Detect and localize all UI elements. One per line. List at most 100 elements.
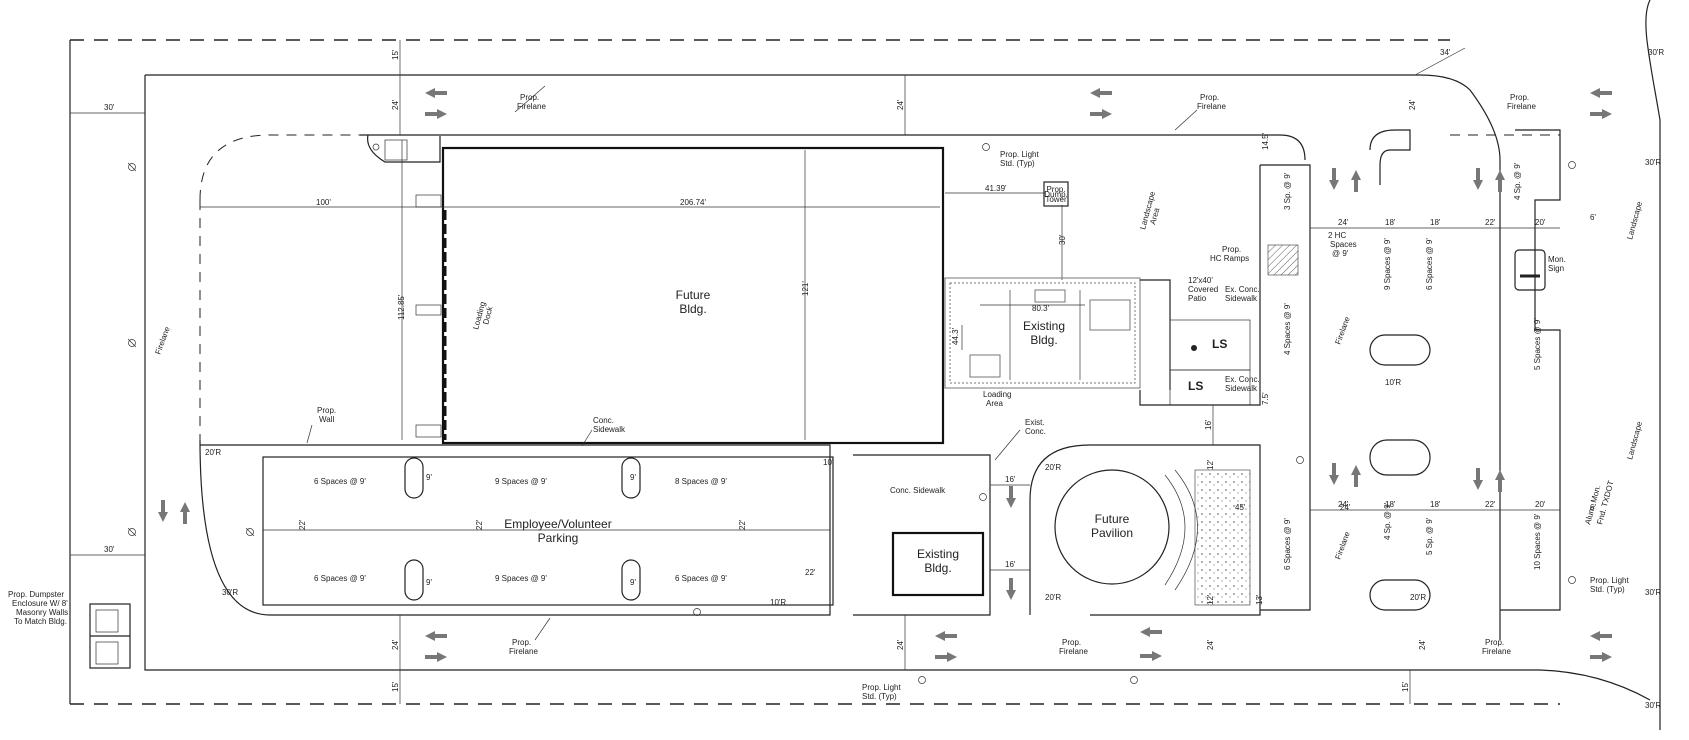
east-label-8: 3 Sp. @ 9'	[1283, 172, 1292, 210]
dim-206: 206.74'	[680, 198, 706, 207]
arrow-up-icon	[1495, 470, 1505, 492]
dumpster-label-1: Prop. Dumpster	[8, 590, 64, 599]
hc-ramps-label-1: Prop.	[1222, 245, 1241, 254]
dim-22-c: 22'	[738, 519, 747, 530]
dim-24-g: 24'	[1206, 639, 1215, 650]
arrow-right-icon	[425, 652, 447, 662]
light-pole-icon	[693, 608, 701, 616]
firelane-label-1a: Prop.	[520, 93, 539, 102]
wall-label-1: Prop.	[317, 406, 336, 415]
dim-6-b: 6'	[1590, 503, 1596, 512]
hc-label-3: @ 9'	[1332, 249, 1349, 258]
hc-ramps-label-2: HC Ramps	[1210, 254, 1249, 263]
light-pole-icon	[1568, 161, 1576, 169]
dim-121: 121'	[801, 281, 810, 296]
future-pavilion: Future Pavilion 20'R 20'R	[1029, 444, 1261, 616]
hc-label-1: 2 HC	[1328, 231, 1346, 240]
arrow-right-icon	[1590, 652, 1612, 662]
arrow-left-icon	[1090, 88, 1112, 98]
exist-conc-label-2: Conc.	[1025, 427, 1046, 436]
arrow-down-icon	[1329, 168, 1339, 190]
firelane-label-3a: Prop.	[1510, 93, 1529, 102]
dim-24-e: 24'	[1338, 218, 1349, 227]
traffic-arrows	[158, 88, 1612, 662]
dim-12-a: 12'	[1206, 459, 1215, 470]
loading-area-label-1: Loading	[983, 390, 1011, 399]
arrow-right-icon	[935, 652, 957, 662]
parking-label-2: 9 Spaces @ 9'	[495, 477, 547, 486]
parking-label-5: 9 Spaces @ 9'	[495, 574, 547, 583]
light-pole-icon	[1568, 576, 1576, 584]
left-dimensions: 30' 30' 15' 15' 15' 24' 24' 24' 24' 34' …	[70, 40, 1664, 710]
dim-6-a: 6'	[1590, 213, 1596, 222]
dim-9-b: 9'	[630, 473, 636, 482]
parking-title-2: Parking	[538, 531, 579, 545]
sidewalk-label-4: Sidewalk	[1225, 384, 1258, 393]
dim-14: 14.5'	[1261, 132, 1270, 150]
dim-24-c: 24'	[391, 639, 400, 650]
radius-20r-c: 20'R	[1045, 593, 1061, 602]
radius-30r-b: 30'R	[1648, 48, 1664, 57]
dim-15-b: 15'	[391, 681, 400, 692]
dim-10: 10'	[823, 458, 834, 467]
east-label-6: 10 Spaces @ 9'	[1533, 513, 1542, 570]
firelane-label-1b: Firelane	[517, 102, 546, 111]
radius-20r-b: 20'R	[1045, 463, 1061, 472]
light-pole-icon	[979, 493, 987, 501]
future-building: Future Bldg. 121'	[415, 146, 945, 445]
firelane-label-9: Firelane	[1333, 530, 1352, 561]
dim-15-a: 15'	[391, 49, 400, 60]
arrow-right-icon	[1140, 651, 1162, 661]
dumpster-label-2: Enclosure W/ 8'	[12, 599, 68, 608]
dock-stairs	[415, 194, 442, 208]
firelane-label-7: Firelane	[153, 325, 172, 356]
light-pole-icon	[127, 162, 137, 172]
radius-45: 45'	[1235, 503, 1246, 512]
dim-9-d: 9'	[630, 578, 636, 587]
dim-20-b: 20'	[1535, 500, 1546, 509]
exist-conc-label-1: Exist.	[1025, 418, 1045, 427]
dim-30-c: 30'	[1058, 234, 1067, 245]
patio-area: LS LS 12'x40' Covered Patio Ex. Conc. Si…	[1139, 165, 1261, 406]
dim-24-j: 24'	[1340, 503, 1351, 512]
light-pole-icon	[1130, 676, 1138, 684]
hc-label-2: Spaces	[1330, 240, 1357, 249]
sidewalk-label-single: Conc. Sidewalk	[890, 486, 946, 495]
sidewalk-label-2: Sidewalk	[1225, 294, 1258, 303]
dim-30-a: 30'	[104, 103, 115, 112]
dim-15-c: 15'	[1401, 681, 1410, 692]
light-pole-icon	[245, 527, 255, 537]
sidewalk-label-3: Ex. Conc.	[1225, 375, 1260, 384]
dim-30-b: 30'	[104, 545, 115, 554]
dimensions-top: 100' 206.74' 41.39' 30' 112.85'	[200, 140, 1067, 440]
parking-label-4: 6 Spaces @ 9'	[314, 574, 366, 583]
sidewalk-label-1: Ex. Conc.	[1225, 285, 1260, 294]
light-pole-box	[367, 134, 441, 163]
arrow-up-icon	[1495, 170, 1505, 192]
radius-20r-a: 20'R	[205, 448, 221, 457]
light-poles	[127, 143, 1576, 684]
radius-30r-d: 30'R	[1645, 588, 1661, 597]
radius-10r-b: 10'R	[1385, 378, 1401, 387]
light-label-2a: Prop. Light	[1590, 576, 1629, 585]
firelane-label-5a: Prop.	[1062, 638, 1081, 647]
arrow-left-icon	[425, 88, 447, 98]
light-label-2b: Std. (Typ)	[1590, 585, 1625, 594]
firelane-label-2b: Firelane	[1197, 102, 1226, 111]
dim-112: 112.85'	[397, 294, 406, 320]
light-pole-icon	[127, 527, 137, 537]
arrow-right-icon	[425, 109, 447, 119]
existing-building-2: Existing Bldg. Conc. Sidewalk	[853, 454, 991, 616]
east-label-5: 6 Spaces @ 9'	[1283, 518, 1292, 570]
patio-label-2: Covered	[1188, 285, 1218, 294]
dim-18-c: 18'	[1385, 500, 1396, 509]
inner-curb	[199, 134, 1560, 440]
east-label-3: 4 Spaces @ 9'	[1283, 303, 1292, 355]
dim-22-a: 22'	[298, 519, 307, 530]
arrow-down-icon	[158, 500, 168, 522]
dim-12-b: 12'	[1206, 594, 1215, 605]
light-pole-icon	[1296, 456, 1304, 464]
dim-24-b: 24'	[896, 99, 905, 110]
pavilion-label-1: Future	[1095, 512, 1130, 526]
dump-tower: Prop. Dump. Tower	[1043, 181, 1069, 207]
